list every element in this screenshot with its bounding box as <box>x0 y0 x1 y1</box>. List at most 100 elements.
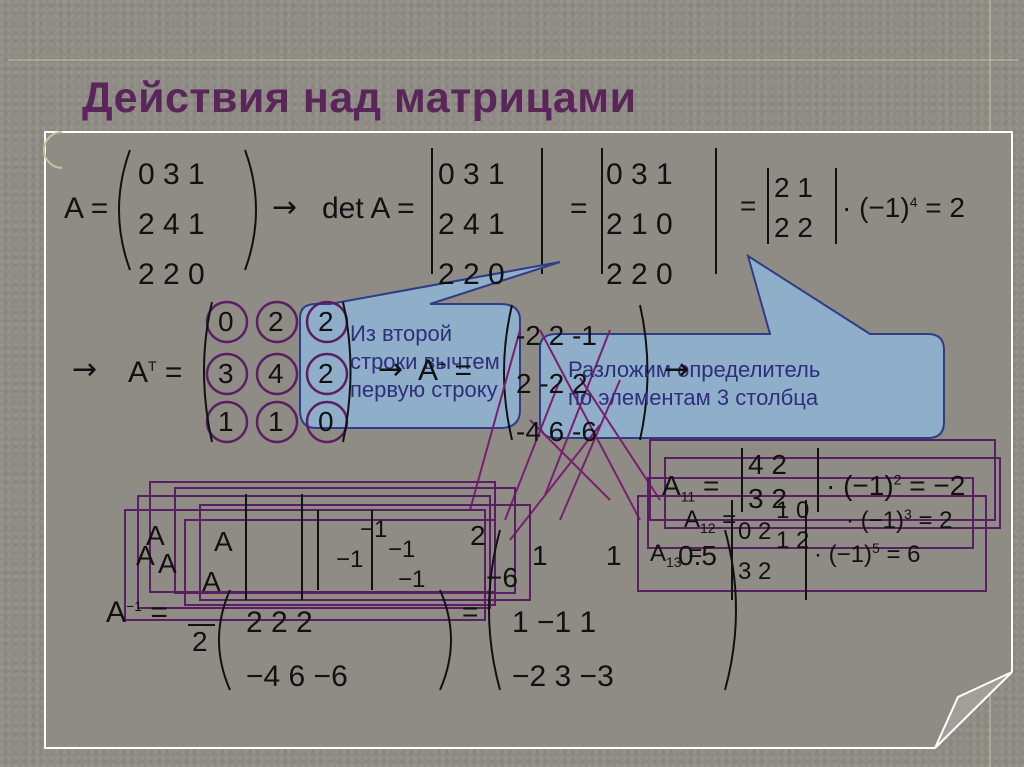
aplus-right-paren <box>639 304 649 441</box>
overlap-a: A <box>158 548 177 579</box>
at-el: 0 <box>218 306 234 337</box>
aplus-label: A+ = <box>418 354 472 388</box>
inverse-denominator: 2 <box>192 626 208 657</box>
equals-sign: = <box>570 192 588 225</box>
minor-row: 3 2 <box>748 483 787 514</box>
callout-line: строки вычтем <box>350 349 500 374</box>
aplus-equals: = <box>454 354 473 387</box>
cofactor-equals: = <box>703 470 720 501</box>
aplus-row: 2 -2 2 <box>516 368 588 399</box>
sign-factor-text: · (−1) <box>842 192 910 223</box>
det-result: = 2 <box>925 192 965 223</box>
callout-line: Разложим определитель <box>568 357 821 382</box>
at-equals: = <box>164 356 183 389</box>
a-matrix: 0 3 1 2 4 1 2 2 0 <box>138 150 205 300</box>
at-right-paren <box>342 301 352 443</box>
a-matrix-row: 0 3 1 <box>138 158 205 191</box>
slide-title: Действия над матрицами <box>82 74 637 122</box>
at-superscript: T <box>148 358 157 374</box>
inverse-m1-row: 2 2 2 <box>246 606 313 639</box>
sign-exponent: 2 <box>893 471 902 488</box>
overlap-a: A <box>202 566 221 597</box>
at-left-paren <box>203 301 213 443</box>
at-el: 2 <box>268 306 284 337</box>
at-el: 3 <box>218 358 234 389</box>
cofactor-equals: = <box>688 540 703 567</box>
callout-line: по элементам 3 столбца <box>568 385 819 410</box>
at-el: 1 <box>218 406 234 437</box>
callout-expand-text: Разложим определитель по элементам 3 сто… <box>568 356 820 412</box>
overlap-a: A <box>136 540 155 571</box>
at-label: AT = <box>128 356 182 390</box>
aplus-matrix: -2 2 -1 2 -2 2 -4 6 -6 <box>516 312 597 456</box>
at-el: 4 <box>268 358 284 389</box>
sign-exponent: 4 <box>909 193 918 210</box>
aplus-row: -4 6 -6 <box>516 416 597 447</box>
sign-exponent: 5 <box>872 540 880 556</box>
inverse-label: A−1 = <box>106 596 168 630</box>
inverse-m2-left-paren <box>488 529 501 691</box>
minor-row: 4 2 <box>748 449 787 480</box>
a-matrix-row: 2 2 0 <box>138 258 205 291</box>
cofactor-boxes-left <box>124 481 531 621</box>
sign-factor-text: · (−1) <box>846 507 905 534</box>
page-curl <box>934 671 1013 749</box>
overlap-term: −1 <box>388 536 416 563</box>
inverse-equals: = <box>150 596 168 629</box>
det-matrix: 0 3 1 2 4 1 2 2 0 <box>438 150 505 300</box>
overlap-term: 2 <box>470 520 486 551</box>
minor-row: 1 0 <box>776 497 810 524</box>
overlap-a: A <box>146 520 165 551</box>
cofactor-a12: A12 = <box>684 506 736 536</box>
cofactor-equals: = <box>722 506 737 533</box>
det-matrix-2: 0 3 1 2 1 0 2 2 0 <box>606 150 673 300</box>
cofactor-a11-tail: · (−1)2 = −2 <box>826 470 965 502</box>
a-matrix-row: 2 4 1 <box>138 208 205 241</box>
overlap-a: A <box>214 526 233 557</box>
equals-sign: = <box>740 190 757 221</box>
a-matrix-left-paren <box>118 149 131 271</box>
cofactor-result: = 2 <box>918 507 953 534</box>
minor-row: 2 1 <box>774 172 813 203</box>
cofactor-result: = −2 <box>909 470 966 501</box>
minor-matrix: 2 1 2 2 <box>774 168 813 248</box>
cofactor-a13-tail: · (−1)5 = 6 <box>814 540 921 569</box>
sign-factor-text: · (−1) <box>814 541 873 568</box>
overlap-term: −1 <box>360 516 388 543</box>
sign-exponent: 3 <box>904 506 912 522</box>
det-matrix-2-row: 2 2 0 <box>606 258 673 291</box>
inverse-m2-row: 1 −1 1 <box>512 606 597 639</box>
mid-value: 1 <box>606 540 622 571</box>
cofactor-a13-minor: 0 2 3 2 <box>738 512 771 592</box>
at-el: 2 <box>318 306 334 337</box>
mid-value: 0.5 <box>678 540 717 571</box>
callout-line: Из второй <box>350 321 453 346</box>
inverse-letter: A <box>106 596 127 629</box>
cofactor-subscript: 11 <box>680 488 696 505</box>
overlap-term: −6 <box>486 562 518 593</box>
inverse-superscript: −1 <box>126 598 142 614</box>
sign-factor: · (−1)4 = 2 <box>842 192 965 224</box>
inverse-m2-row: −2 3 −3 <box>512 660 614 693</box>
det-matrix-2-row: 0 3 1 <box>606 158 673 191</box>
minor-row: 2 2 <box>774 212 813 243</box>
callout-expand-column <box>539 253 945 439</box>
minor-row: 0 2 <box>738 518 772 545</box>
a-matrix-right-paren <box>244 149 257 271</box>
inverse-m1-left-paren <box>218 589 231 691</box>
inverse-m2-right-paren <box>724 529 737 691</box>
cofactor-a12-tail: · (−1)3 = 2 <box>846 506 953 535</box>
at-el: 0 <box>318 406 334 437</box>
cofactor-boxes-right <box>637 439 1001 592</box>
a-label: A = <box>64 192 109 225</box>
minor-row: 3 2 <box>738 558 772 585</box>
minor-row: 1 2 <box>776 527 810 554</box>
cofactor-a13: A13 = <box>650 540 702 570</box>
aplus-left-paren <box>503 304 513 441</box>
cofactor-a12-minor: 1 0 1 2 <box>776 496 809 556</box>
det-label: det A = <box>322 192 415 225</box>
at-letter: A <box>128 356 149 389</box>
overlap-term: −1 <box>398 566 426 593</box>
arrow-right-icon: → <box>378 352 404 387</box>
